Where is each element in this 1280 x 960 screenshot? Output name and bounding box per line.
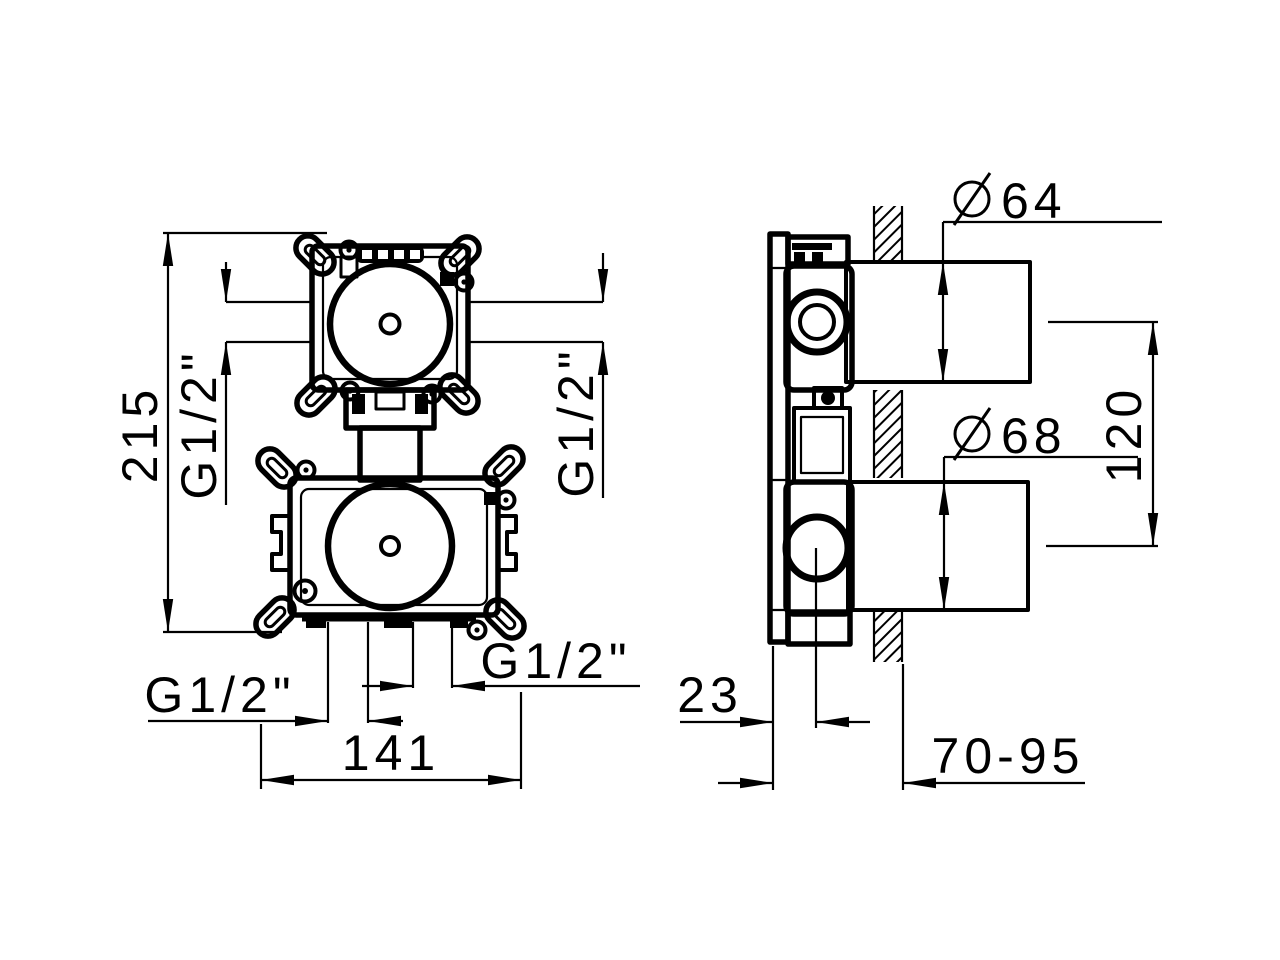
valve-cartridge-circle: [324, 480, 456, 612]
screw-hole-center: [302, 588, 308, 594]
side-tab-right: [498, 514, 518, 572]
wall-hatch: [874, 612, 902, 662]
upper-port-ring: [783, 288, 851, 356]
flange-window: [374, 390, 406, 411]
mounting-ear: [291, 231, 339, 279]
wall-hatch: [874, 390, 902, 478]
dim-outlet-left-label: G1/2": [144, 667, 295, 723]
dim-outlet-right-label: G1/2": [480, 633, 631, 689]
front-view-dimensions: 215 G1/2" G1/2" G1/2": [112, 231, 640, 789]
valve-profile: [767, 231, 855, 647]
mounting-plate: [767, 231, 791, 645]
valve-bracket: [287, 475, 501, 618]
upper-port-bore: [798, 303, 836, 341]
foot: [384, 621, 412, 628]
dim-offset-label: 23: [677, 667, 743, 723]
dim-height-label: 215: [112, 385, 168, 483]
cartridge-center-hole: [378, 312, 402, 336]
foot: [306, 621, 326, 628]
terminal-strip-profile: [792, 243, 832, 250]
terminal-block: [812, 252, 823, 263]
neck: [792, 406, 852, 484]
clamp-block: [440, 272, 454, 286]
dim-diameter-top-label: 64: [1001, 173, 1067, 229]
mounting-ear: [480, 442, 528, 490]
dim-depth-label: 70-95: [932, 728, 1085, 784]
side-tab-left: [270, 514, 290, 572]
foot: [450, 621, 468, 628]
dim-inlet-right-label: G1/2": [548, 346, 604, 497]
upper-housing: [783, 263, 855, 393]
diameter-symbol-icon: [952, 407, 992, 461]
diameter-symbol-icon: [952, 172, 992, 226]
terminal-slot: [394, 250, 404, 259]
neck-inner: [799, 415, 845, 475]
mounting-ear: [253, 444, 301, 492]
terminal-strip: [356, 246, 424, 263]
clamp-screw: [821, 391, 835, 405]
front-view: 215 G1/2" G1/2" G1/2": [112, 231, 640, 789]
terminal-slot: [378, 250, 388, 259]
lower-valve-body: [251, 442, 529, 643]
lower-housing: [783, 479, 855, 617]
seal-left: [352, 394, 365, 414]
dim-diameter-bottom-label: 68: [1001, 408, 1067, 464]
terminal-slot: [410, 250, 420, 259]
seal-right: [415, 394, 428, 414]
bottom-cap: [785, 609, 853, 647]
terminal-block: [794, 252, 805, 263]
dim-inlet-left-label: G1/2": [171, 348, 227, 499]
terminal-slot: [362, 250, 372, 259]
side-view-dimensions: 64 68 120 23 70-95: [677, 172, 1162, 790]
dim-centers-label: 120: [1096, 385, 1152, 483]
cartridge-center-hole: [379, 535, 401, 557]
dim-width-label: 141: [342, 725, 440, 781]
connecting-tube: [343, 387, 437, 483]
bottom-trim-sleeve: [846, 480, 1030, 612]
top-trim-sleeve: [844, 260, 1032, 384]
screw-hole: [292, 578, 318, 604]
wall-hatch: [874, 206, 902, 260]
wall-section: [872, 206, 904, 662]
tube-shaft: [357, 425, 423, 483]
valve-cartridge-circle: [326, 260, 454, 388]
side-view: 64 68 120 23 70-95: [677, 172, 1162, 790]
